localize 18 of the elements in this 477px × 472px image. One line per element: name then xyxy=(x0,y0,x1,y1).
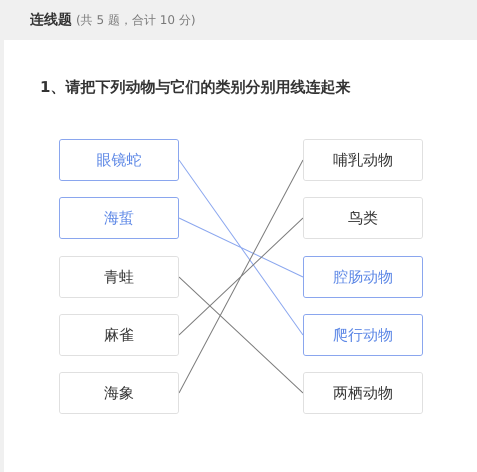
option-card: 哺乳动物 xyxy=(303,139,423,181)
option-card: 两栖动物 xyxy=(303,372,423,414)
option-card: 眼镜蛇 xyxy=(59,139,179,181)
connecting-line xyxy=(178,276,304,394)
option-card: 海象 xyxy=(59,372,179,414)
question-text: 1、请把下列动物与它们的类别分别用线连起来 xyxy=(40,78,350,97)
option-card: 腔肠动物 xyxy=(303,256,423,298)
option-card: 爬行动物 xyxy=(303,314,423,356)
option-card: 海蜇 xyxy=(59,197,179,239)
connecting-line xyxy=(178,160,304,394)
connecting-line xyxy=(178,218,304,336)
option-card: 麻雀 xyxy=(59,314,179,356)
option-card: 鸟类 xyxy=(303,197,423,239)
score-note: (共 5 题，合计 10 分) xyxy=(76,12,196,28)
connecting-line xyxy=(178,160,304,336)
connecting-line xyxy=(178,218,304,278)
option-card: 青蛙 xyxy=(59,256,179,298)
section-title: 连线题 xyxy=(30,11,72,29)
